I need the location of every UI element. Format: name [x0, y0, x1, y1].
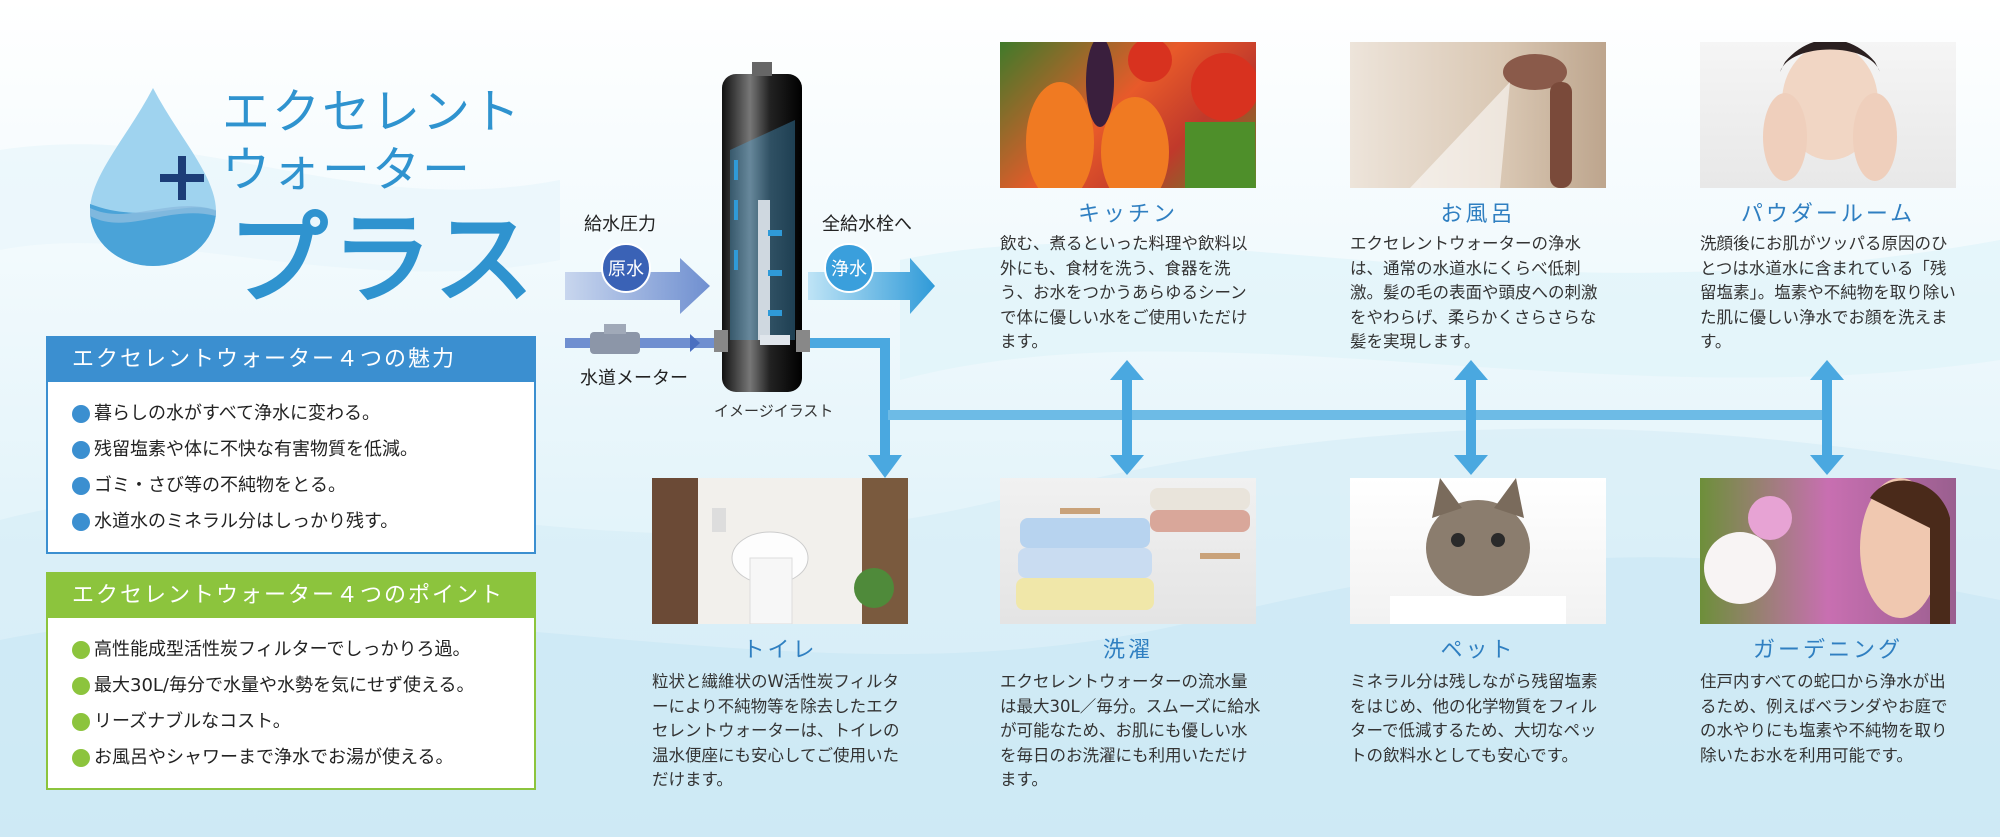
list-item: お風呂やシャワーまで浄水でお湯が使える。 [72, 740, 534, 776]
charms-list: 暮らしの水がすべて浄水に変わる。 残留塩素や体に不快な有害物質を低減。 ゴミ・さ… [48, 382, 534, 540]
bullet-icon [72, 713, 90, 731]
bullet-icon [72, 641, 90, 659]
kitchen-photo [1000, 42, 1256, 188]
bullet-icon [72, 441, 90, 459]
points-list: 高性能成型活性炭フィルターでしっかりろ過。 最大30L/毎分で水量や水勢を気にせ… [48, 618, 534, 776]
bath-description: エクセレントウォーターの浄水は、通常の水道水にくらべ低刺激。髪の毛の表面や頭皮へ… [1350, 234, 1598, 351]
bath-title: お風呂 [1440, 202, 1516, 227]
pet-title: ペット [1440, 638, 1516, 663]
water-meter-icon [590, 324, 640, 354]
toilet-description: 粒状と繊維状のW活性炭フィルターにより不純物等を除去したエクセレントウォーターは… [652, 672, 900, 789]
list-item: ゴミ・さび等の不純物をとる。 [72, 468, 534, 504]
list-item: 暮らしの水がすべて浄水に変わる。 [72, 396, 534, 432]
image-caption: イメージイラスト [714, 402, 834, 420]
gardening-title: ガーデニング [1752, 638, 1903, 663]
bullet-icon [72, 405, 90, 423]
water-drop-plus-icon [90, 88, 216, 266]
powder-room-description: 洗顔後にお肌がツッパる原因のひとつは水道水に含まれている「残留塩素」。塩素や不純… [1700, 234, 1956, 351]
powder-room-photo [1700, 42, 1956, 188]
bullet-icon [72, 513, 90, 531]
list-item: 残留塩素や体に不快な有害物質を低減。 [72, 432, 534, 468]
raw-water-badge: 原水 [601, 243, 651, 293]
outlet-label: 全給水栓へ [822, 214, 912, 235]
brand-name-line2: ウォーター [222, 142, 473, 198]
points-box: エクセレントウォーター４つのポイント 高性能成型活性炭フィルターでしっかりろ過。… [46, 572, 536, 790]
filter-cylinder-icon [714, 62, 810, 392]
pet-photo [1350, 478, 1606, 624]
list-item: 最大30L/毎分で水量や水勢を気にせず使える。 [72, 668, 534, 704]
bath-photo [1350, 42, 1606, 188]
laundry-description: エクセレントウォーターの流水量は最大30L／毎分。スムーズに給水が可能なため、お… [1000, 672, 1261, 789]
bullet-icon [72, 477, 90, 495]
charms-title: エクセレントウォーター４つの魅力 [48, 338, 534, 382]
meter-label: 水道メーター [580, 368, 688, 389]
brand-name-line3: プラス [228, 201, 538, 318]
bullet-icon [72, 677, 90, 695]
list-item: リーズナブルなコスト。 [72, 704, 534, 740]
charms-box: エクセレントウォーター４つの魅力 暮らしの水がすべて浄水に変わる。 残留塩素や体… [46, 336, 536, 554]
pet-description: ミネラル分は残しながら残留塩素をはじめ、他の化学物質をフィルターで低減するため、… [1350, 672, 1598, 765]
points-title: エクセレントウォーター４つのポイント [48, 574, 534, 618]
pressure-label: 給水圧力 [584, 214, 656, 235]
laundry-photo [1000, 478, 1256, 624]
brand-name-line1: エクセレント [222, 84, 523, 140]
bullet-icon [72, 749, 90, 767]
clean-water-badge: 浄水 [824, 243, 874, 293]
gardening-description: 住戸内すべての蛇口から浄水が出るため、例えばベランダやお庭での水やりにも塩素や不… [1700, 672, 1948, 765]
list-item: 水道水のミネラル分はしっかり残す。 [72, 504, 534, 540]
powder-room-title: パウダールーム [1740, 202, 1916, 227]
toilet-photo [652, 478, 908, 624]
kitchen-title: キッチン [1077, 202, 1178, 227]
gardening-photo [1700, 478, 1956, 624]
kitchen-description: 飲む、煮るといった料理や飲料以外にも、食材を洗う、食器を洗う、お水をつかうあらゆ… [1000, 234, 1248, 351]
toilet-title: トイレ [742, 638, 818, 663]
laundry-title: 洗濯 [1102, 638, 1153, 663]
list-item: 高性能成型活性炭フィルターでしっかりろ過。 [72, 632, 534, 668]
